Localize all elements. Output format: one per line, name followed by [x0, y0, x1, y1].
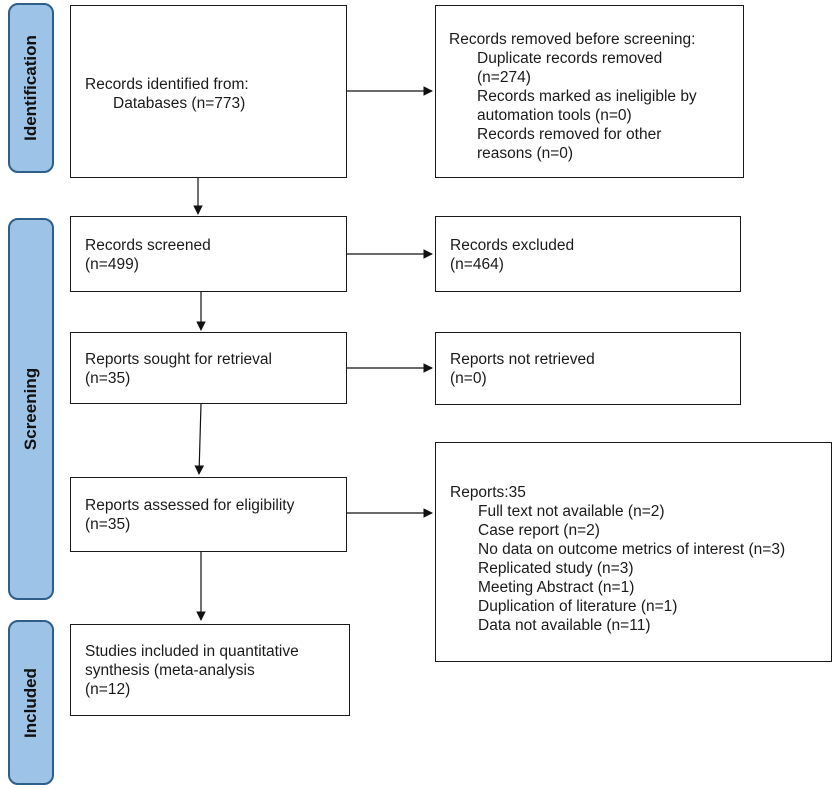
- box-reports-assessed: Reports assessed for eligibility (n=35): [70, 477, 347, 552]
- reports-excluded-item: Data not available (n=11): [478, 617, 651, 634]
- phase-included: Included: [8, 620, 54, 785]
- records-identified-line-1: Records identified from:: [85, 76, 249, 93]
- records-removed-item: reasons (n=0): [477, 145, 574, 162]
- studies-included-line-2: synthesis (meta-analysis: [85, 662, 255, 679]
- box-studies-included: Studies included in quantitative synthes…: [70, 624, 350, 716]
- reports-assessed-line-2: (n=35): [85, 516, 131, 533]
- reports-not-retrieved-line-1: Reports not retrieved: [450, 351, 595, 368]
- records-excluded-line-2: (n=464): [450, 256, 504, 273]
- reports-excluded-item: No data on outcome metrics of interest (…: [478, 541, 786, 558]
- reports-sought-line-2: (n=35): [85, 370, 131, 387]
- records-screened-line-2: (n=499): [85, 256, 139, 273]
- reports-excluded-item: Full text not available (n=2): [478, 503, 665, 520]
- records-screened-line-1: Records screened: [85, 237, 211, 254]
- box-records-screened: Records screened (n=499): [70, 216, 347, 292]
- records-removed-heading: Records removed before screening:: [449, 31, 696, 48]
- box-reports-excluded: Reports:35 Full text not available (n=2)…: [435, 442, 832, 662]
- records-removed-item: Records removed for other: [477, 126, 662, 143]
- reports-not-retrieved-line-2: (n=0): [450, 370, 487, 387]
- reports-sought-line-1: Reports sought for retrieval: [85, 351, 272, 368]
- records-identified-line-2: Databases (n=773): [113, 95, 246, 112]
- reports-excluded-heading: Reports:35: [450, 484, 526, 501]
- reports-assessed-line-1: Reports assessed for eligibility: [85, 497, 295, 514]
- reports-excluded-item: Duplication of literature (n=1): [478, 598, 678, 615]
- box-reports-not-retrieved: Reports not retrieved (n=0): [435, 332, 741, 405]
- phase-screening: Screening: [8, 218, 54, 600]
- records-removed-item: Records marked as ineligible by: [477, 88, 697, 105]
- reports-excluded-item: Replicated study (n=3): [478, 560, 634, 577]
- reports-excluded-item: Case report (n=2): [478, 522, 600, 539]
- records-removed-item: Duplicate records removed: [477, 50, 663, 67]
- box-records-excluded: Records excluded (n=464): [435, 216, 741, 292]
- arrow-sought-to-assessed: [194, 403, 205, 475]
- records-removed-item: (n=274): [477, 69, 531, 86]
- box-records-removed: Records removed before screening: Duplic…: [435, 5, 744, 178]
- box-reports-sought: Reports sought for retrieval (n=35): [70, 332, 347, 404]
- records-removed-item: automation tools (n=0): [477, 107, 632, 124]
- studies-included-line-1: Studies included in quantitative: [85, 643, 299, 660]
- studies-included-line-3: (n=12): [85, 681, 131, 698]
- records-excluded-line-1: Records excluded: [450, 237, 575, 254]
- phase-identification: Identification: [8, 3, 54, 173]
- reports-excluded-item: Meeting Abstract (n=1): [478, 579, 635, 596]
- box-records-identified: Records identified from: Databases (n=77…: [70, 5, 347, 178]
